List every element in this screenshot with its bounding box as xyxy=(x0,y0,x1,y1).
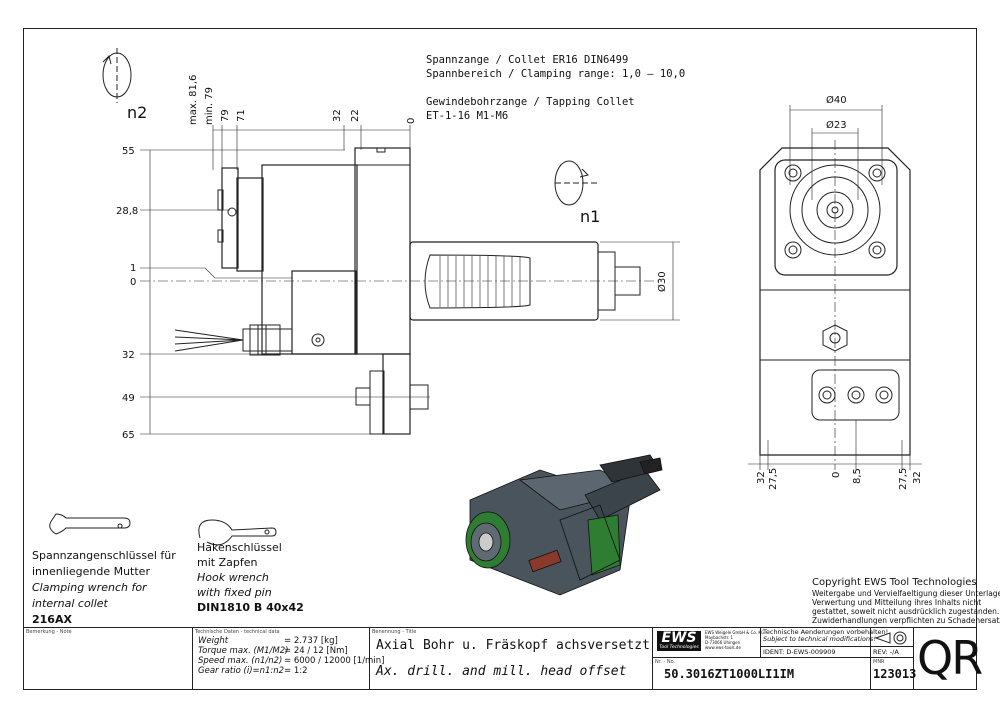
hook-wrench-en-1: Hook wrench xyxy=(197,571,269,584)
copyright-line-3: Verwertung und Mitteilung ihres Inhalts … xyxy=(812,598,982,607)
copyright-line-5: Zuwiderhandlungen verpflichten zu Schade… xyxy=(812,616,1000,625)
dim-max-81: max. 81,6 xyxy=(188,75,199,125)
dim-27-5-fl: 27,5 xyxy=(768,468,779,490)
tech-row-gear-ratio: Gear ratio (i)=n1:n2 = 1:2 xyxy=(198,666,308,676)
part-number: 50.3016ZT1000LI1IM xyxy=(664,667,795,681)
mnr-label: MNR xyxy=(873,659,885,665)
dim-0-front: 0 xyxy=(831,472,842,478)
change-note: Technische Aenderungen vorbehalten! Subj… xyxy=(763,628,889,643)
hook-wrench-en-2: with fixed pin xyxy=(197,586,272,599)
dim-0-top: 0 xyxy=(406,118,417,124)
dim-22: 22 xyxy=(350,109,361,122)
dim-d23: Ø23 xyxy=(826,119,847,131)
dim-8-5: 8,5 xyxy=(852,468,863,484)
company-address: EWS Weigele GmbH & Co. KG Maybachstr. 1 … xyxy=(705,630,765,650)
dim-49: 49 xyxy=(122,393,135,404)
dim-d30: Ø30 xyxy=(656,271,668,292)
dim-0-left: 0 xyxy=(130,277,136,288)
copyright-title: Copyright EWS Tool Technologies xyxy=(812,577,977,588)
rotation-n1-icon xyxy=(554,160,600,206)
tech-row-torque: Torque max. (M1/M2) = 24 / 12 [Nm] xyxy=(198,646,348,656)
dim-28-8: 28,8 xyxy=(116,206,138,217)
clamping-wrench-icon xyxy=(49,513,131,535)
tech-data-table: Weight = 2.737 [kg] Torque max. (M1/M2) … xyxy=(198,636,384,676)
mnr-number: 123013 xyxy=(873,667,917,681)
dim-min-79: min. 79 xyxy=(204,87,215,125)
dim-32-fr: 32 xyxy=(912,471,923,484)
drawing-frame xyxy=(23,28,977,690)
hook-wrench-de-1: Hakenschlüssel xyxy=(197,541,282,554)
dim-32-left: 32 xyxy=(122,350,135,361)
collet-wrench-code: 216AX xyxy=(32,613,72,626)
title-english: Ax. drill. and mill. head offset xyxy=(376,664,627,679)
collet-spec: Spannzange / Collet ER16 DIN6499 Spannbe… xyxy=(426,53,685,123)
hook-wrench-text: Hakenschlüssel mit Zapfen Hook wrench wi… xyxy=(197,540,304,615)
hook-wrench-code: DIN1810 B 40x42 xyxy=(197,601,304,614)
collet-wrench-text: Spannzangenschlüssel für innenliegende M… xyxy=(32,548,176,628)
side-view xyxy=(140,125,680,435)
ews-logo: EWS Tool Technologies xyxy=(657,631,701,651)
tech-row-weight: Weight = 2.737 [kg] xyxy=(198,636,338,646)
dim-71: 71 xyxy=(236,109,247,122)
product-3d-render xyxy=(465,454,663,596)
tech-row-speed: Speed max. (n1/n2) = 6000 / 12000 [1/min… xyxy=(198,656,385,666)
dim-32-fl: 32 xyxy=(756,471,767,484)
rotation-n1-label: n1 xyxy=(580,207,600,226)
copyright-line-4: gestattet, soweit nicht ausdrücklich zug… xyxy=(812,607,1000,616)
revision: REV: -/A xyxy=(873,648,899,656)
dim-27-5-fr: 27,5 xyxy=(898,468,909,490)
dim-d40: Ø40 xyxy=(826,94,847,106)
title-label: Benennung - Title xyxy=(372,629,417,635)
copyright-line-2: Weitergabe und Vervielfaeltigung dieser … xyxy=(812,589,1000,598)
dim-32-top: 32 xyxy=(332,109,343,122)
qr-mark: QR xyxy=(917,631,983,685)
hook-wrench-icon xyxy=(198,519,277,546)
tech-data-label: Technische Daten - technical data xyxy=(195,629,280,635)
collet-wrench-de-2: innenliegende Mutter xyxy=(32,565,150,578)
hook-wrench-de-2: mit Zapfen xyxy=(197,556,258,569)
front-view xyxy=(748,105,922,470)
range-line: Spannbereich / Clamping range: 1,0 – 10,… xyxy=(426,68,686,80)
remark-label: Bemerkung - Note xyxy=(26,629,72,635)
collet-wrench-en-2: internal collet xyxy=(32,597,108,610)
projection-symbol-icon xyxy=(874,631,907,645)
collet-wrench-de-1: Spannzangenschlüssel für xyxy=(32,549,176,562)
title-german: Axial Bohr u. Fräskopf achsversetzt xyxy=(376,638,650,653)
collet-wrench-en-1: Clamping wrench for xyxy=(32,581,147,594)
dim-55: 55 xyxy=(122,146,135,157)
collet-line: Spannzange / Collet ER16 DIN6499 xyxy=(426,54,629,66)
dim-1: 1 xyxy=(130,263,136,274)
number-label: Nr. - No. xyxy=(655,659,676,665)
tapping-title: Gewindebohrzange / Tapping Collet xyxy=(426,96,635,108)
tapping-value: ET-1-16 M1-M6 xyxy=(426,110,509,122)
ident-number: IDENT: D-EWS-009909 xyxy=(763,648,836,656)
rotation-n2-label: n2 xyxy=(127,103,147,122)
copyright-note: Copyright EWS Tool Technologies Weiterga… xyxy=(812,577,1000,625)
rotation-n2-icon xyxy=(102,48,132,103)
dim-65: 65 xyxy=(122,430,135,441)
dim-79: 79 xyxy=(220,109,231,122)
